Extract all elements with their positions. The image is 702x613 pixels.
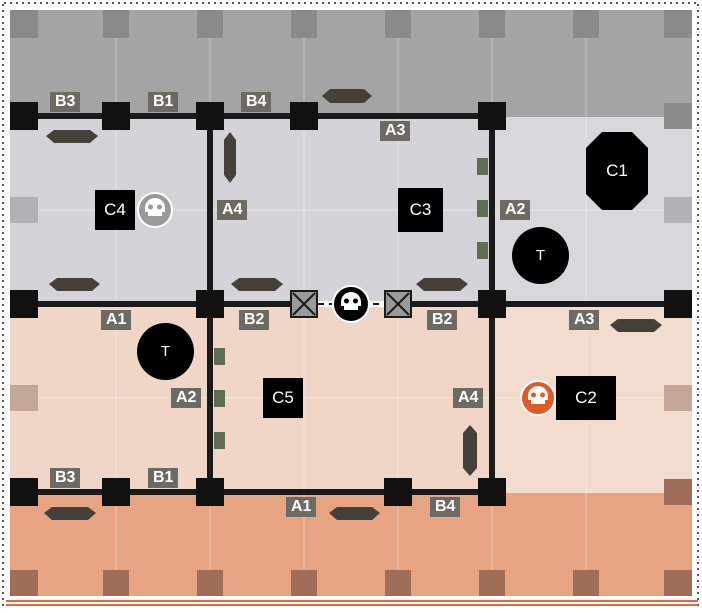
cross-marker-icon[interactable]	[290, 290, 318, 318]
barricade-icon	[224, 132, 236, 183]
objective-c1-shape	[586, 132, 648, 210]
top-edge-squares	[10, 10, 692, 129]
lane-label: A4	[453, 388, 484, 408]
wall-joints	[10, 102, 692, 506]
lane-label: B1	[148, 468, 179, 488]
barricade-icon	[231, 278, 283, 291]
lane-label: B2	[427, 310, 458, 330]
lane-label: A2	[500, 200, 531, 220]
lane-label: B2	[239, 310, 270, 330]
barricade-icon	[49, 278, 100, 291]
objective-c5[interactable]: C5	[263, 378, 303, 418]
lane-label: A1	[286, 497, 317, 517]
token-t-lower[interactable]: T	[137, 323, 194, 380]
lane-label: B1	[148, 92, 179, 112]
objective-c1[interactable]: C1	[606, 161, 628, 180]
lane-label: A3	[569, 310, 600, 330]
barricade-icon	[322, 89, 372, 103]
lane-label: A1	[101, 310, 132, 330]
barricades	[44, 89, 662, 520]
skull-icon[interactable]	[137, 192, 173, 228]
objective-c3[interactable]: C3	[398, 188, 443, 232]
lane-label: A2	[171, 388, 202, 408]
lane-label: B3	[50, 468, 81, 488]
skull-icon[interactable]	[332, 285, 370, 323]
bottom-edge-squares	[10, 479, 692, 596]
barricade-icon	[416, 278, 468, 291]
objective-c4[interactable]: C4	[95, 190, 135, 230]
peach-edge-squares	[10, 385, 692, 411]
green-markers	[214, 158, 488, 449]
lane-label: B4	[430, 497, 461, 517]
barricade-icon	[46, 130, 98, 143]
barricade-icon	[44, 507, 96, 520]
objective-c2[interactable]: C2	[556, 376, 616, 420]
cross-marker-icon[interactable]	[384, 290, 412, 318]
barricade-icon	[463, 425, 477, 476]
skull-icon[interactable]	[520, 380, 556, 416]
lane-label: B3	[50, 92, 81, 112]
lane-label: A3	[380, 121, 411, 141]
lane-label: B4	[241, 92, 272, 112]
lane-label: A4	[217, 200, 248, 220]
barricade-icon	[329, 507, 380, 520]
token-t-upper[interactable]: T	[512, 227, 569, 284]
barricade-icon	[610, 319, 662, 332]
side-edge-squares	[10, 197, 692, 223]
